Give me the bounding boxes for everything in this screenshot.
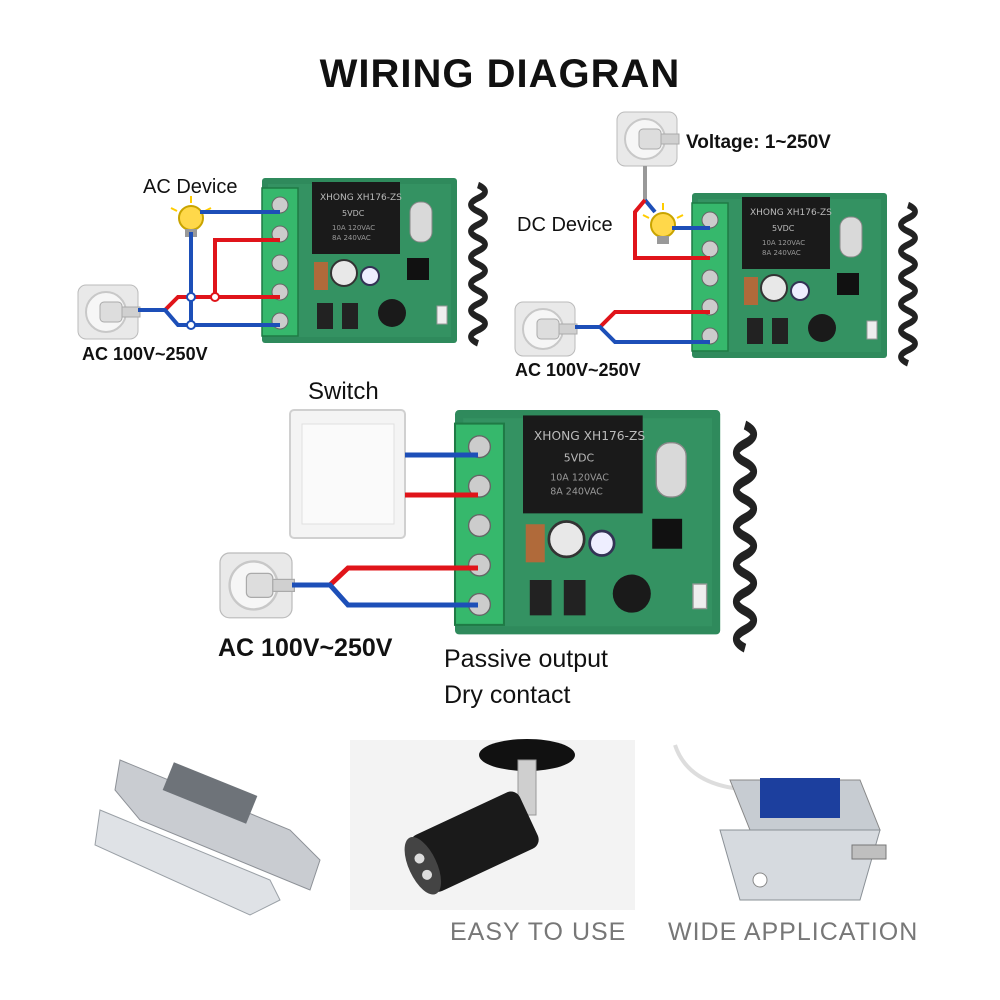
page-title: WIRING DIAGRAN [319,52,681,96]
supply-label-1: AC 100V~250V [82,344,208,364]
easy-to-use-caption: EASY TO USE [450,918,627,946]
ac-device-label: AC Device [143,176,238,198]
voltage-label: Voltage: 1~250V [686,132,831,153]
dry-contact-label: Dry contact [444,681,571,709]
passive-output-label: Passive output [444,645,608,673]
wide-application-caption: WIDE APPLICATION [668,918,919,946]
dc-device-label: DC Device [517,214,613,236]
supply-label-3: AC 100V~250V [218,634,393,662]
switch-label: Switch [308,378,379,405]
supply-label-2: AC 100V~250V [515,360,641,380]
